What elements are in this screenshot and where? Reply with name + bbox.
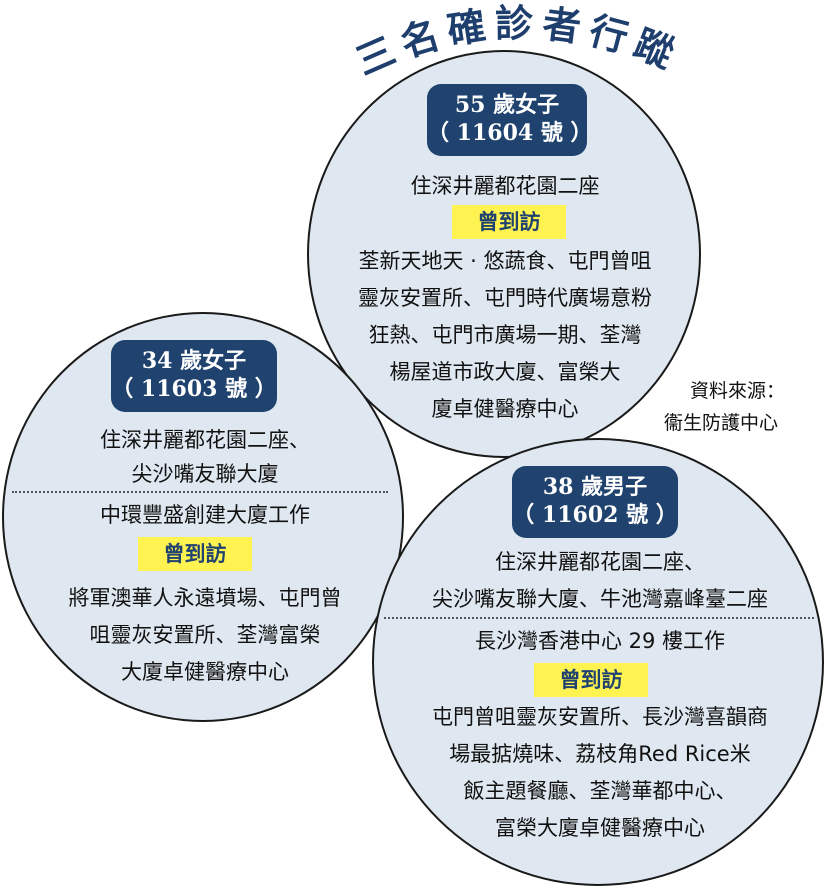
- residence-line: 住深井麗都花園二座、: [495, 550, 705, 574]
- visited-line: 將軍澳華人永遠墳場、屯門曾: [68, 586, 342, 610]
- visited-line: 富榮大廈卓健醫療中心: [495, 816, 705, 840]
- work-line: 中環豐盛創建大廈工作: [100, 503, 310, 527]
- visited-line: 場最掂燒味、荔枝角Red Rice米: [449, 742, 751, 766]
- visited-label: 曾到訪: [452, 205, 566, 239]
- case-badge-11603: 34 歲女子 （ 11603 號 ）: [111, 340, 277, 412]
- badge-line1: 55 歲女子: [454, 92, 560, 118]
- residence-line: 住深井麗都花園二座、: [100, 428, 310, 452]
- visited-line: 楊屋道市政大廈、富榮大: [389, 360, 621, 384]
- case-badge-11604: 55 歲女子 （ 11604 號 ）: [427, 84, 593, 156]
- work-line: 長沙灣香港中心 29 樓工作: [474, 629, 726, 653]
- residence-line: 尖沙嘴友聯大廈: [131, 462, 279, 486]
- badge-line1: 34 歲女子: [141, 348, 247, 374]
- visited-line: 飯主題餐廳、荃灣華都中心、: [463, 779, 737, 803]
- badge-line1: 38 歲男子: [542, 474, 648, 500]
- visited-line: 大廈卓健醫療中心: [121, 660, 289, 684]
- badge-line2: （ 11602 號 ）: [512, 502, 678, 528]
- visited-line: 靈灰安置所、屯門時代廣場意粉: [358, 286, 652, 310]
- visited-line: 狂熱、屯門市廣場一期、荃灣: [368, 323, 642, 347]
- visited-label: 曾到訪: [138, 537, 252, 571]
- visited-line: 咀靈灰安置所、荃灣富榮: [89, 623, 321, 647]
- visited-line: 屯門曾咀靈灰安置所、長沙灣喜韻商: [432, 705, 768, 729]
- divider: [384, 617, 814, 619]
- source-label: 資料來源：: [690, 380, 786, 402]
- badge-line2: （ 11603 號 ）: [111, 376, 277, 402]
- visited-line: 廈卓健醫療中心: [431, 397, 579, 421]
- case-badge-11602: 38 歲男子 （ 11602 號 ）: [512, 466, 678, 538]
- source-value: 衞生防護中心: [664, 412, 779, 434]
- badge-line2: （ 11604 號 ）: [427, 120, 593, 146]
- divider: [12, 491, 388, 493]
- residence-line: 尖沙嘴友聯大廈、牛池灣嘉峰臺二座: [432, 587, 768, 611]
- visited-label: 曾到訪: [534, 663, 648, 697]
- visited-line: 荃新天地天 · 悠蔬食、屯門曾咀: [358, 249, 652, 273]
- residence-line: 住深井麗都花園二座: [410, 174, 600, 198]
